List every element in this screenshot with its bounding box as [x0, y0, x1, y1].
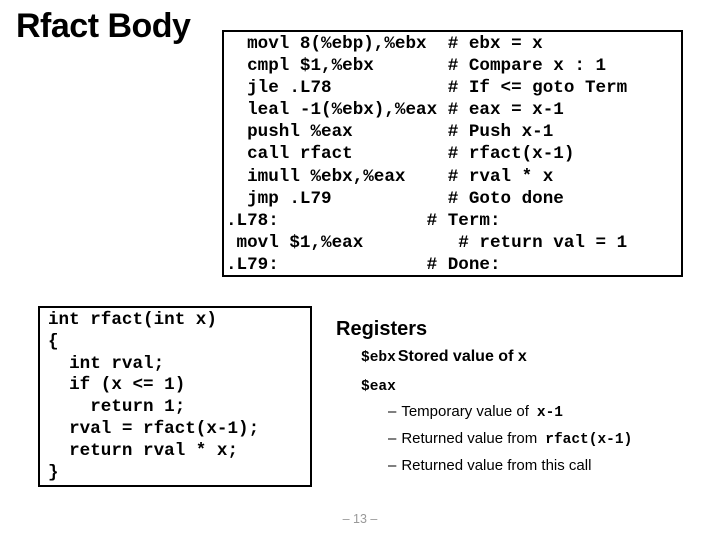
register-detail-bullet: –Returned value from this call [388, 453, 632, 480]
bullet-code: rfact(x-1) [545, 432, 633, 449]
register-eax-row: $eax [361, 377, 396, 395]
register-ebx-name: $ebx [361, 350, 396, 366]
bullet-dash: – [388, 403, 397, 420]
register-ebx-description: Stored value of x [397, 348, 527, 365]
bullet-dash: – [388, 457, 397, 475]
register-eax-name: $eax [361, 379, 396, 395]
page-number: – 13 – [342, 512, 378, 526]
c-code-box: int rfact(int x) { int rval; if (x <= 1)… [38, 306, 312, 487]
register-detail-bullet: –Temporary value of x-1 [388, 399, 632, 426]
bullet-text: Returned value from [401, 430, 538, 448]
bullet-text: Temporary value of [401, 403, 529, 420]
bullet-dash: – [388, 430, 397, 448]
registers-heading: Registers [336, 318, 428, 340]
register-detail-bullet: –Returned value from rfact(x-1) [388, 426, 632, 453]
assembly-code-box: movl 8(%ebp),%ebx # ebx = x cmpl $1,%ebx… [222, 30, 683, 277]
slide-title: Rfact Body [16, 7, 191, 45]
c-code-listing: int rfact(int x) { int rval; if (x <= 1)… [48, 310, 260, 483]
bullet-text: Returned value from this call [401, 457, 592, 475]
assembly-code-listing: movl 8(%ebp),%ebx # ebx = x cmpl $1,%ebx… [226, 34, 628, 275]
bullet-code: x-1 [536, 405, 564, 421]
